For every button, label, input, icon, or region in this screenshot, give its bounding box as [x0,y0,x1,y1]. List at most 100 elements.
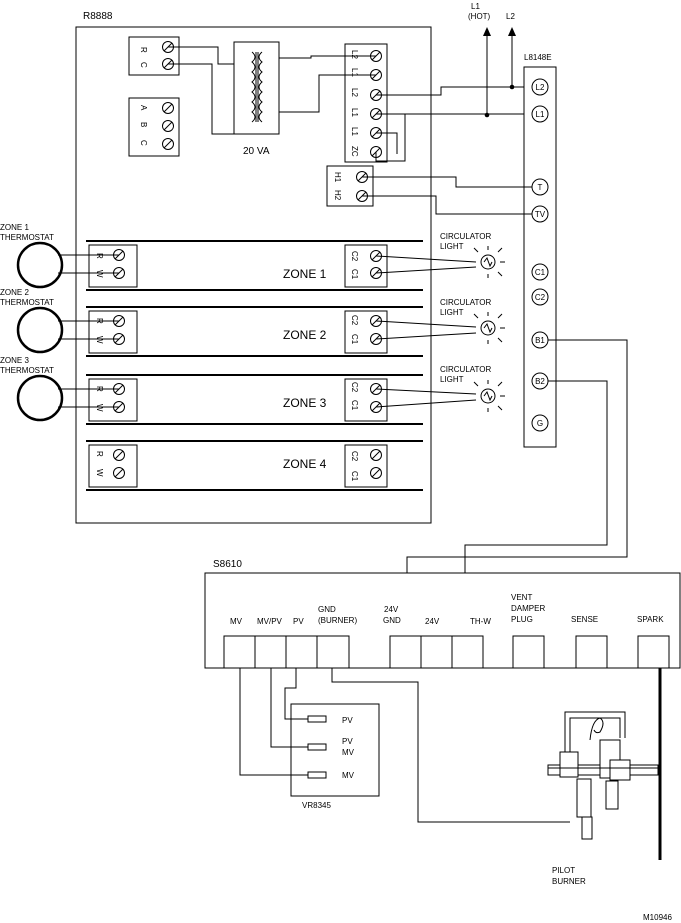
zone-name: ZONE 2 [283,328,327,342]
thermostat-label: ZONE 3 [0,356,29,365]
s8610-vent-label: VENT [511,593,532,602]
s8610-title: S8610 [213,559,242,570]
thermostat-label: THERMOSTAT [0,298,54,307]
pt-label: L2 [350,50,359,59]
zone-r-label: R [95,253,104,259]
s8610-labels: MV MV/PV PV GND (BURNER) 24V GND 24V TH-… [230,593,664,626]
zone-c2-label: C2 [350,451,359,462]
thermostat-1: ZONE 1 THERMOSTAT [0,223,119,289]
s8610-vent-label: PLUG [511,615,533,624]
l8148e-panel [523,66,557,448]
terminal-label: TV [535,210,546,219]
zone-c1-label: C1 [350,400,359,411]
thermostat-icon [16,306,64,354]
transformer-icon [233,41,280,135]
thermostat-icon [16,374,64,422]
thermostat-3: ZONE 3 THERMOSTAT [0,356,119,422]
s8610-burner-label: (BURNER) [318,616,357,625]
valve-wiring [239,668,570,823]
power-terminal-labels: L2 L1 L2 L1 L1 ZC [350,50,359,157]
terminal-label: L2 [536,83,545,92]
pt-label: L1 [350,108,359,117]
pilot-label: BURNER [552,877,586,886]
h1-label: H1 [333,172,342,183]
s8610-terminals [223,635,670,669]
s8610-spark-label: SPARK [637,615,664,624]
thermostat-2: ZONE 2 THERMOSTAT [0,288,119,354]
zone-name: ZONE 4 [283,457,327,471]
pt-label: L1 [350,68,359,77]
line-arrows [483,27,516,118]
s8610-24vgnd-label: GND [383,616,401,625]
circulator-label: LIGHT [440,375,464,384]
circulator-3: CIRCULATOR LIGHT [375,365,505,412]
thermostat-label: THERMOSTAT [0,366,54,375]
zone-3: R W ZONE 3 C2 C1 [86,374,423,425]
zone-w-label: W [95,270,104,278]
pt-label: L2 [350,88,359,97]
transformer-label: 20 VA [243,146,270,157]
rc-terminal-labels: R C [139,47,148,68]
h2-label: H2 [333,190,342,201]
circulator-1: CIRCULATOR LIGHT [375,232,505,278]
zone-c2-label: C2 [350,251,359,262]
circulator-label: CIRCULATOR [440,232,491,241]
zone-w-label: W [95,336,104,344]
transformer-wiring [168,46,376,135]
s8610-24vgnd-label: 24V [384,605,399,614]
circulator-label: CIRCULATOR [440,365,491,374]
zone-name: ZONE 3 [283,396,327,410]
abc-c-label: C [139,140,148,146]
thermostat-icon [16,241,64,289]
s8610-thw-label: TH-W [470,617,491,626]
terminal-label: B1 [535,336,545,345]
s8610-mvpv-label: MV/PV [257,617,283,626]
line-wiring [375,86,531,162]
valve-pv-label: PV [342,716,353,725]
valve-mv-label: MV [342,771,355,780]
rc-c-label: C [139,62,148,68]
pt-label: ZC [350,146,359,157]
power-terminal-block [344,43,388,163]
s8610-gnd-label: GND [318,605,336,614]
circulator-label: LIGHT [440,242,464,251]
thermostat-label: ZONE 1 [0,223,29,232]
rc-r-label: R [139,47,148,53]
vr8345-title: VR8345 [302,801,331,810]
valve-pvmv-label: MV [342,748,355,757]
l8148e-title: L8148E [524,53,552,62]
terminal-label: L1 [536,110,545,119]
terminal-label: C2 [535,293,546,302]
zone-c1-label: C1 [350,269,359,280]
s8610-24v-label: 24V [425,617,440,626]
circulator-label: CIRCULATOR [440,298,491,307]
figure-id: M10946 [643,913,672,922]
vr8345-valve [290,703,380,797]
valve-pvmv-label: PV [342,737,353,746]
circulator-2: CIRCULATOR LIGHT [375,298,505,344]
pt-label: L1 [350,127,359,136]
terminal-label: B2 [535,377,545,386]
line-l2-label: L2 [506,12,515,21]
zone-c1-label: C1 [350,334,359,345]
abc-b-label: B [139,122,148,127]
zone-c1-label: C1 [350,471,359,482]
terminal-label: T [538,183,543,192]
zone-4: R W ZONE 4 C2 C1 [86,440,423,491]
pilot-burner-icon [547,668,662,860]
r8888-title: R8888 [83,11,113,22]
arrow-up-icon [483,27,491,36]
s8610-sense-label: SENSE [571,615,598,624]
zone-c2-label: C2 [350,315,359,326]
arrow-up-icon [508,27,516,36]
s8610-vent-label: DAMPER [511,604,545,613]
zone-c2-label: C2 [350,382,359,393]
zone-w-label: W [95,469,104,477]
abc-a-label: A [139,105,148,111]
h-to-l8148e-wiring [362,176,532,215]
line-hot-label: (HOT) [468,12,491,21]
terminal-label: G [537,419,543,428]
pilot-label: PILOT [552,866,575,875]
zone-r-label: R [95,451,104,457]
